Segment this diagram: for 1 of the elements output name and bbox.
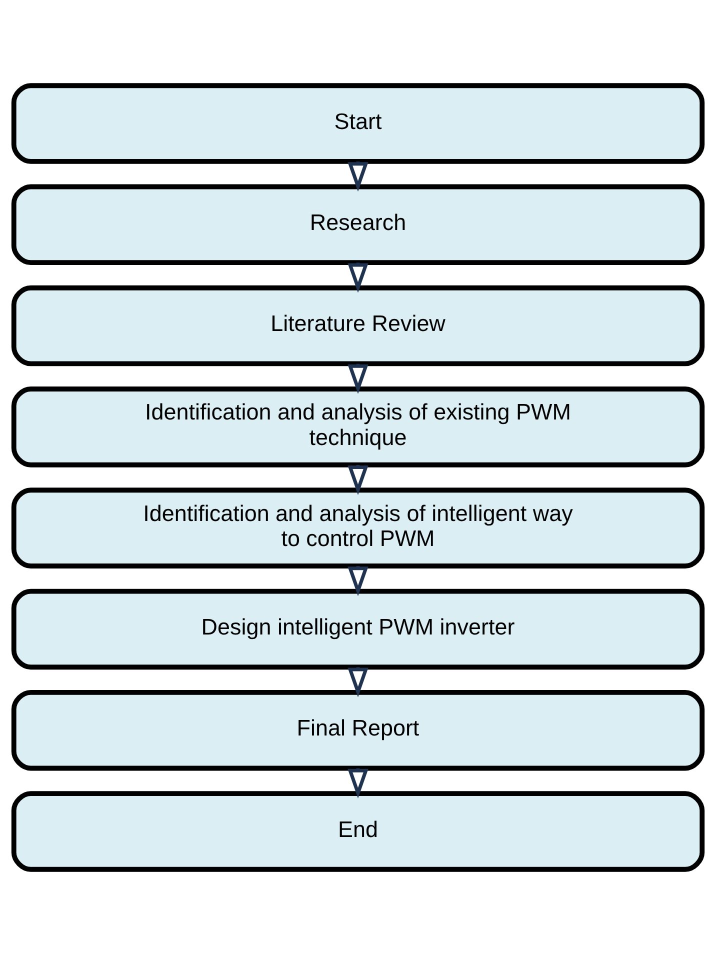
node-box: End <box>11 790 705 872</box>
